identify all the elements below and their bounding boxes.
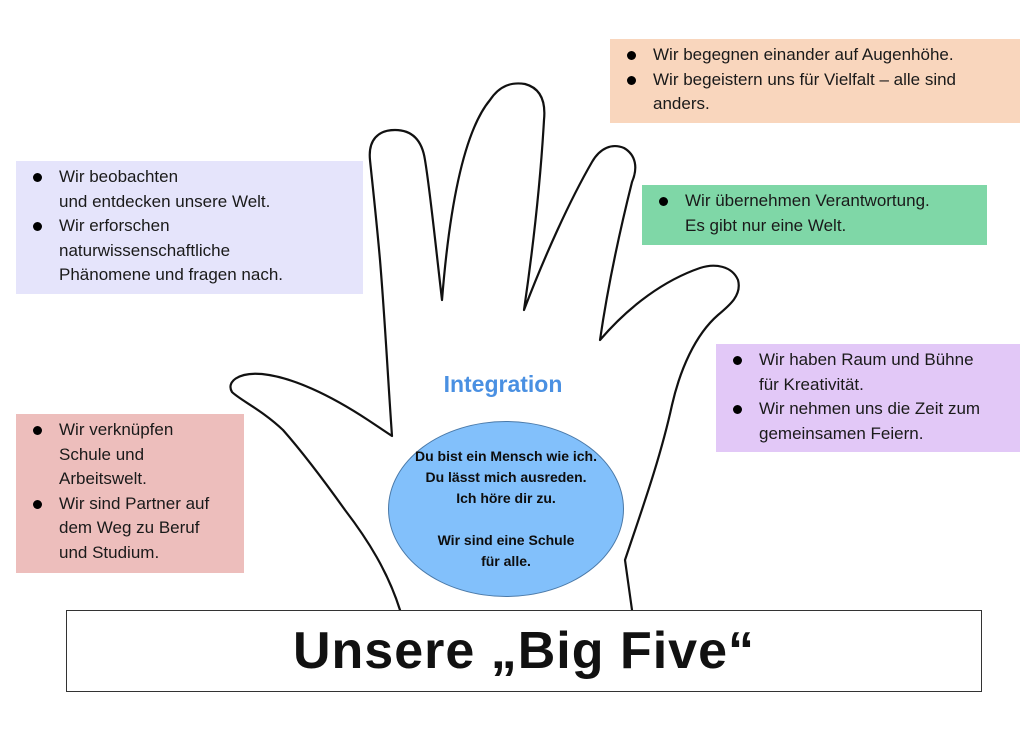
integration-oval: Du bist ein Mensch wie ich. Du lässt mic… xyxy=(388,421,624,597)
oval-line: Du lässt mich ausreden. xyxy=(425,469,587,485)
oval-line: Du bist ein Mensch wie ich. xyxy=(414,448,598,464)
main-title: Unsere „Big Five“ xyxy=(292,622,756,680)
bullet-item: Wir begeistern uns für Vielfalt – alle s… xyxy=(618,68,1012,117)
title-banner: Unsere „Big Five“ xyxy=(66,610,982,692)
oval-line: Ich höre dir zu. xyxy=(456,490,556,506)
values-box-green: Wir übernehmen Verantwortung.Es gibt nur… xyxy=(642,185,987,245)
values-box-top-right: Wir begegnen einander auf Augenhöhe. Wir… xyxy=(610,39,1020,123)
integration-title: Integration xyxy=(443,371,563,397)
bullet-item: Wir begegnen einander auf Augenhöhe. xyxy=(618,43,1012,68)
hand-outline-path xyxy=(229,82,740,612)
bullet-item: Wir übernehmen Verantwortung.Es gibt nur… xyxy=(650,189,979,238)
oval-line: für alle. xyxy=(481,553,531,569)
oval-line: Wir sind eine Schule xyxy=(437,532,575,548)
